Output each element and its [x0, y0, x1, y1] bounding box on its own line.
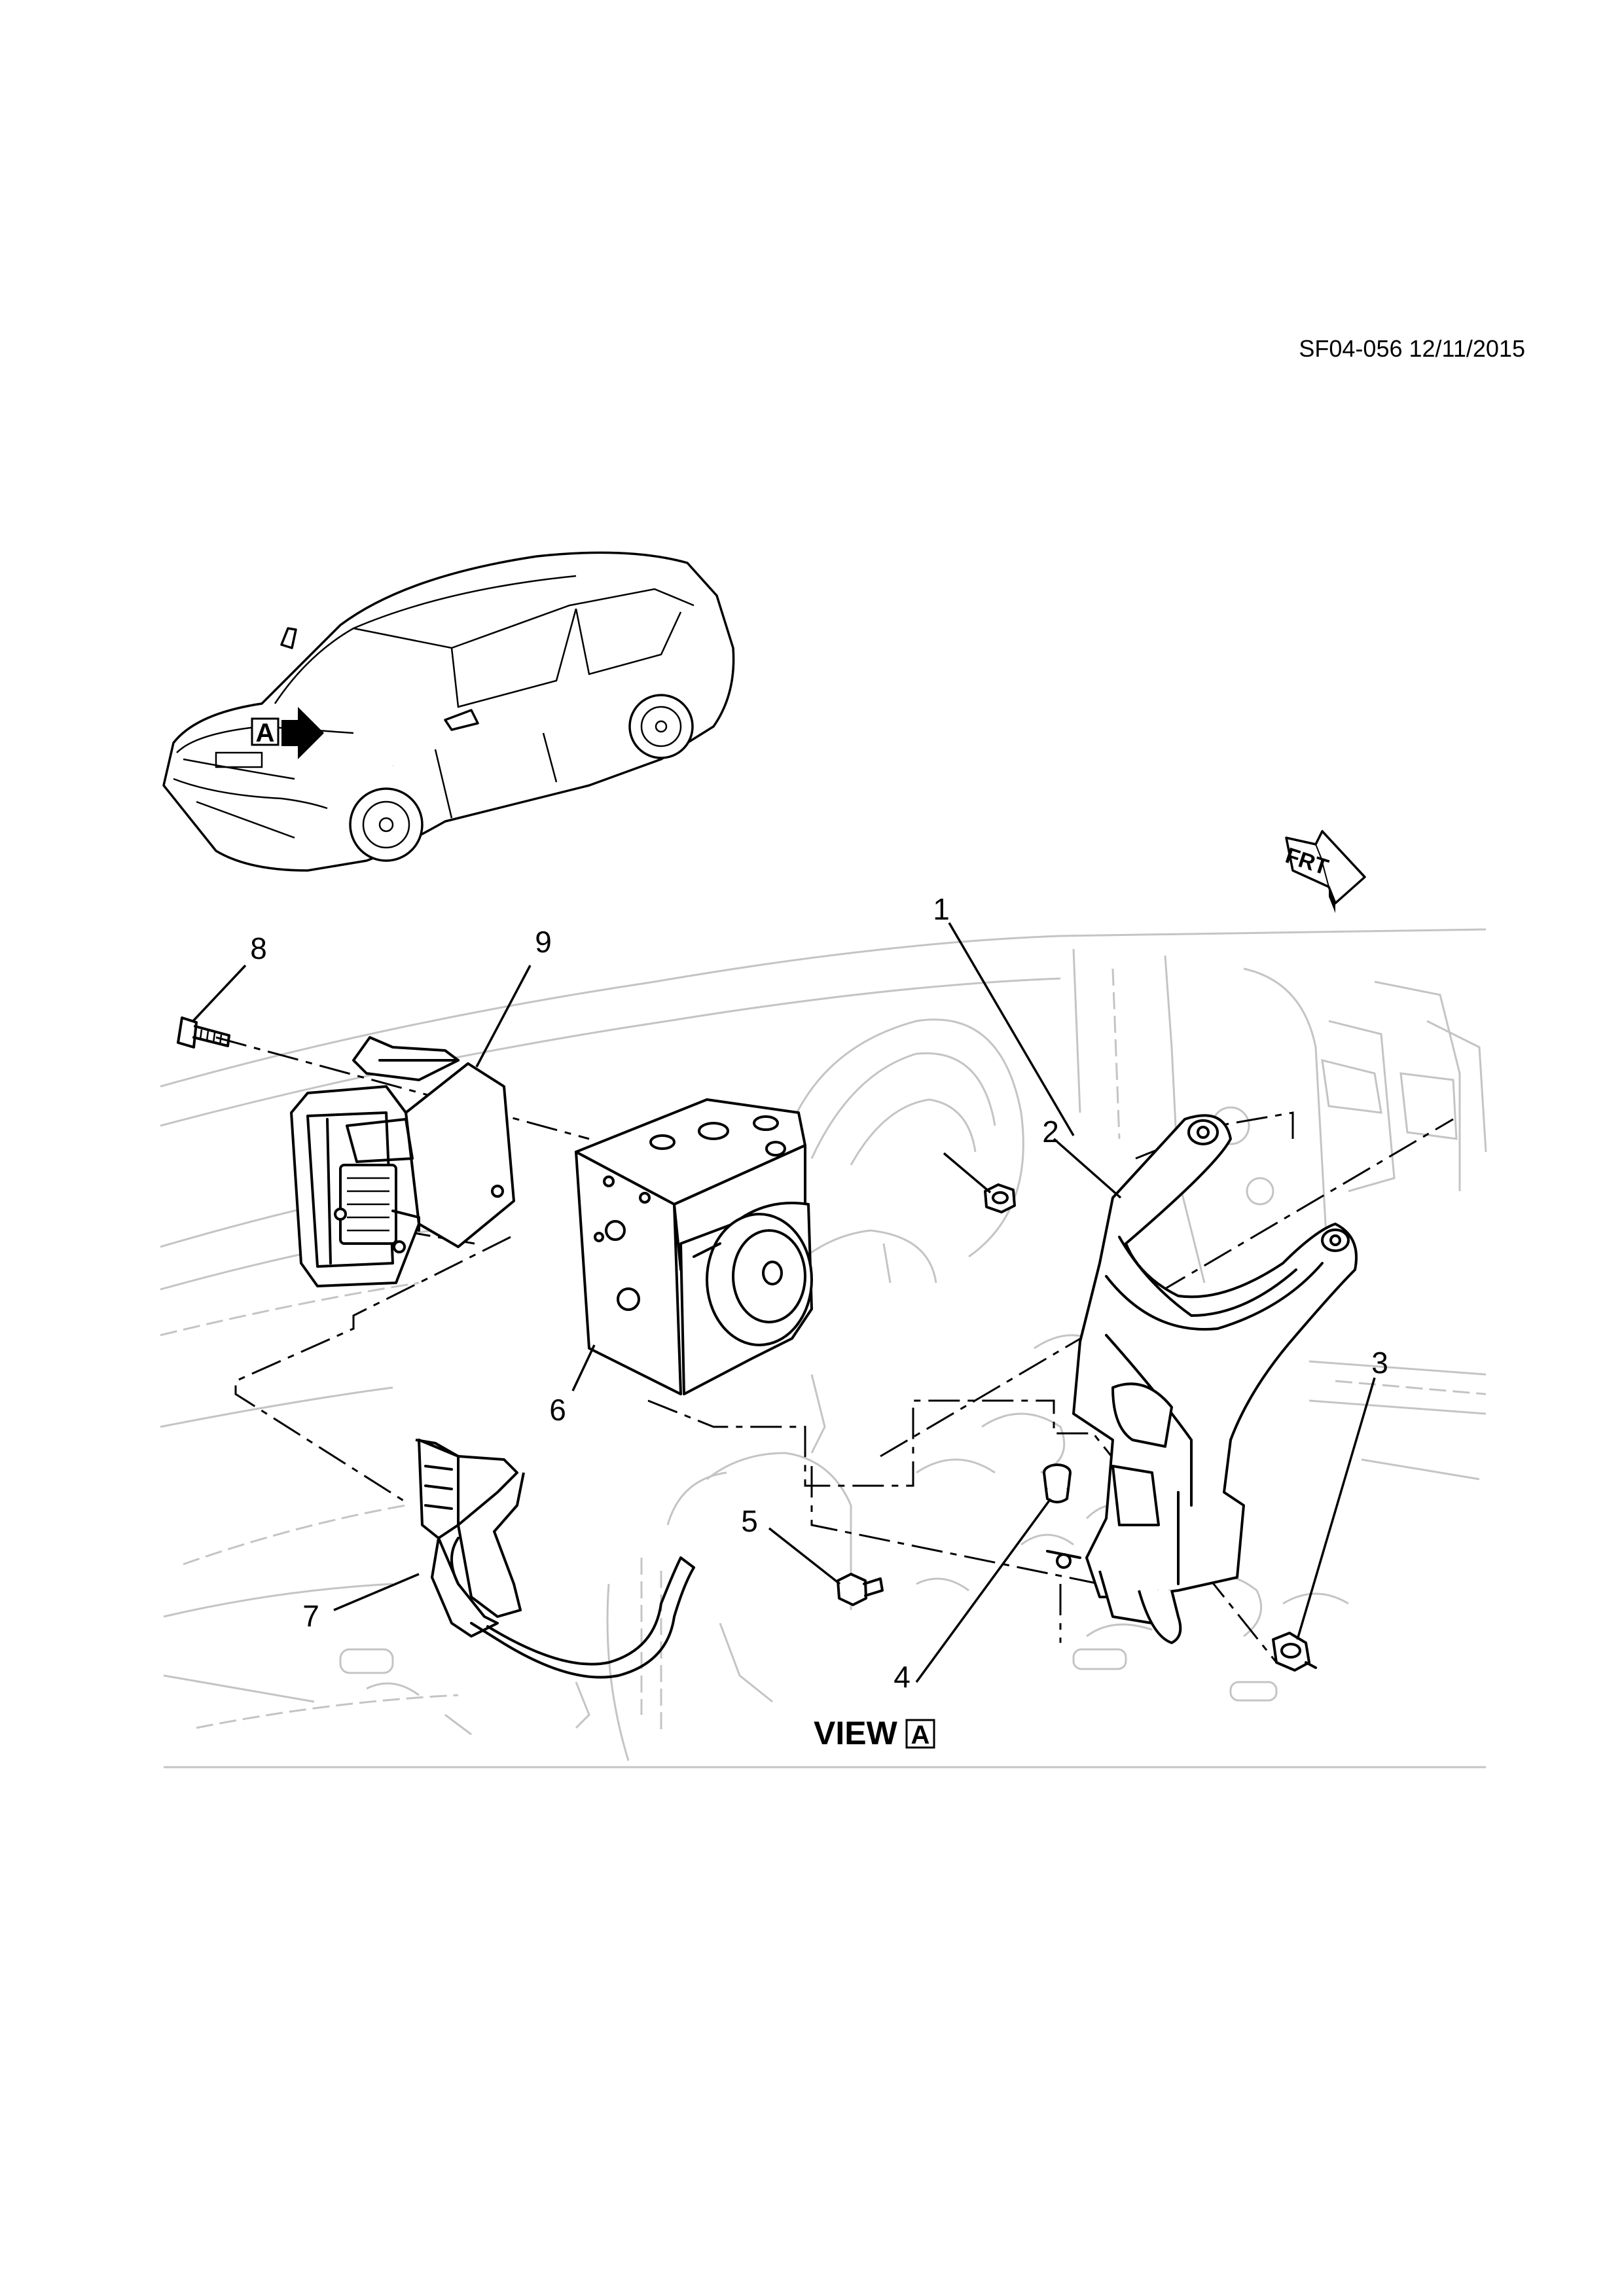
callout-1: 1	[933, 892, 950, 926]
front-direction-arrow: FRT	[1282, 830, 1366, 913]
callout-3: 3	[1371, 1346, 1388, 1380]
vehicle-overview	[162, 551, 735, 872]
mounting-bracket-part-1	[1046, 1114, 1358, 1644]
document-id: SF04-056 12/11/2015	[1299, 335, 1525, 362]
assembly-centerlines	[215, 1036, 1454, 1663]
nut-part-2	[984, 1183, 1016, 1213]
callout-leader-lines	[192, 922, 1376, 1683]
insulator-part-4	[1043, 1463, 1072, 1503]
view-a-marker: A	[251, 707, 324, 759]
callout-2: 2	[1042, 1115, 1059, 1149]
view-a-marker-letter: A	[256, 719, 275, 747]
bolt-part-5	[837, 1573, 884, 1606]
callout-7: 7	[302, 1599, 319, 1633]
callout-5: 5	[741, 1504, 758, 1538]
view-label-text: VIEW	[814, 1715, 898, 1751]
callout-6: 6	[549, 1393, 566, 1427]
wiring-harness-part-7	[415, 1439, 695, 1679]
bolt-part-8	[177, 1016, 230, 1049]
view-label-letter: A	[911, 1721, 930, 1749]
electronic-control-module-part-9	[290, 1036, 515, 1287]
callout-4: 4	[893, 1660, 911, 1694]
view-arrow-icon	[281, 707, 324, 759]
callout-9: 9	[535, 925, 552, 959]
view-label: VIEW A	[814, 1715, 935, 1751]
bolt-part-3	[1272, 1632, 1317, 1672]
callout-8: 8	[250, 931, 267, 965]
brake-pressure-modulator-part-6	[575, 1098, 813, 1395]
callout-labels: 1 2 3 4 5 6 7 8 9	[250, 892, 1388, 1694]
